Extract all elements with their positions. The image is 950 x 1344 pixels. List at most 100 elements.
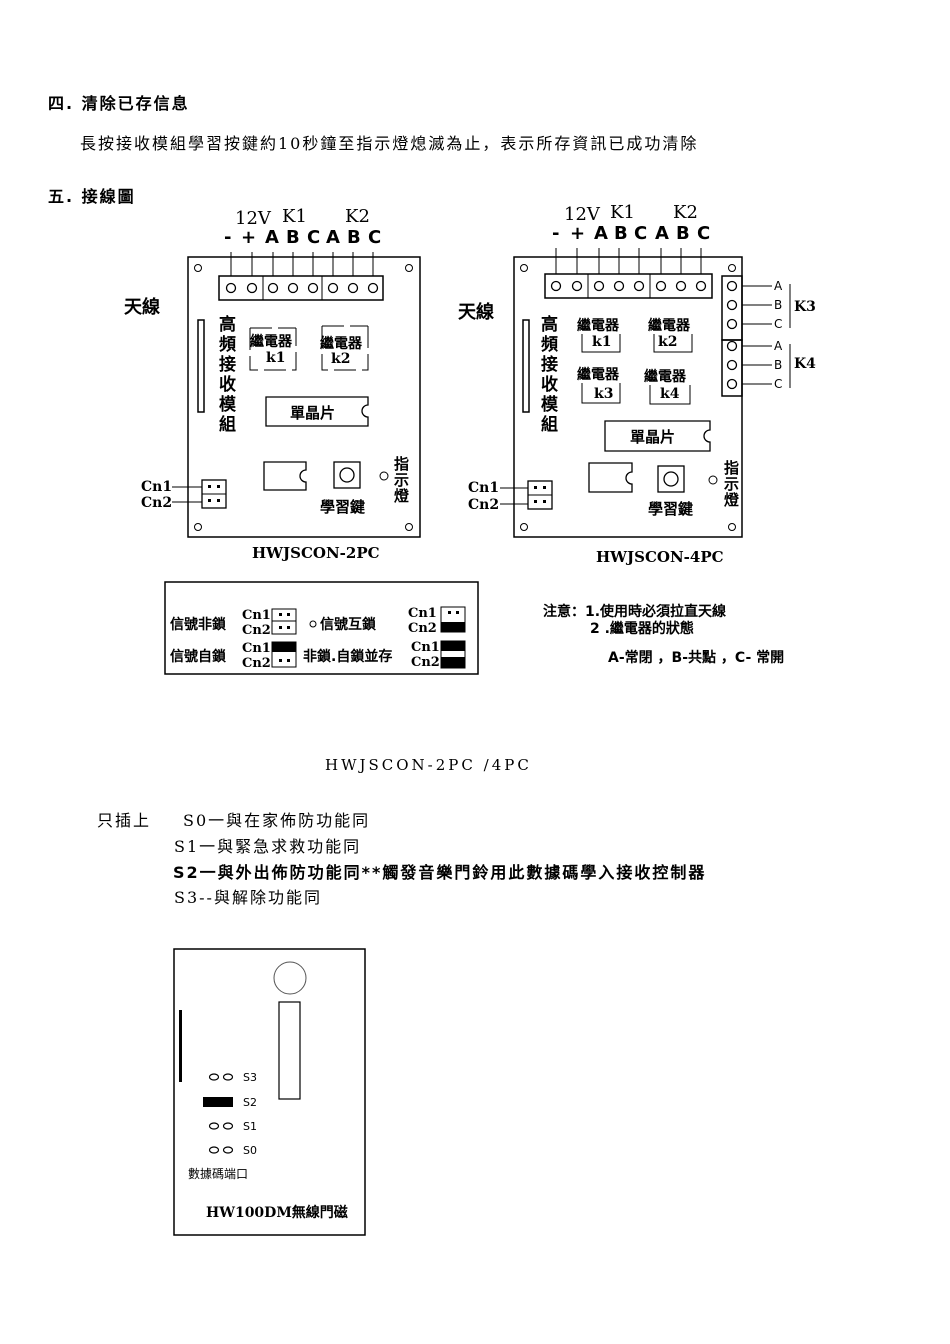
terminal-k4 xyxy=(721,339,743,397)
learn-key-label: 學習鍵 xyxy=(320,498,365,516)
board-4pc-model: HWJSCON-4PC xyxy=(596,548,724,566)
legend-interlock: 信號互鎖 xyxy=(320,616,377,633)
pin-label: C xyxy=(368,227,381,248)
pin-label: B xyxy=(286,227,300,248)
k3-label: K3 xyxy=(794,299,816,315)
pin-label: S2 xyxy=(243,1096,257,1109)
pin-label: B xyxy=(676,223,690,244)
cn2-label: Cn2 xyxy=(468,497,499,513)
antenna-bar xyxy=(197,319,205,413)
relay-label: 繼電器 xyxy=(250,333,293,350)
board-4pc-outline xyxy=(513,256,743,538)
relay-k4-label: k4 xyxy=(660,386,680,402)
jumper-cap xyxy=(441,641,465,651)
wiring-diagram: 12V K1 K2 - + A B C A B C 天線 高 xyxy=(124,202,816,675)
jumper-legend: 信號非鎖 Cn1 Cn2 信號互鎖 Cn1 Cn2 信號自鎖 Cn1 Cn2 非… xyxy=(164,581,479,675)
relay-k2-outline xyxy=(653,334,693,353)
code-s1: S1一與緊急求救功能同 xyxy=(174,837,362,856)
component-outline xyxy=(588,462,633,493)
pin-label: A xyxy=(655,223,669,244)
antenna-label: 天線 xyxy=(124,296,160,318)
chip-label: 單晶片 xyxy=(630,428,675,446)
mount-hole xyxy=(520,523,528,531)
label-12v: 12V xyxy=(235,208,272,229)
legend-cn1: Cn1 xyxy=(411,640,440,655)
module-char: 組 xyxy=(219,414,236,435)
relay-label: 繼電器 xyxy=(577,317,620,334)
mount-hole xyxy=(405,523,413,531)
pin-label: + xyxy=(570,223,585,244)
relay-label: 繼電器 xyxy=(577,366,620,383)
antenna-bar xyxy=(522,319,530,413)
indicator-char: 燈 xyxy=(724,491,740,509)
jumper-cap xyxy=(441,657,465,668)
label-k2: K2 xyxy=(673,202,698,223)
pin-label: C xyxy=(307,227,320,248)
relay-k2-label: k2 xyxy=(658,334,677,350)
indicator-led xyxy=(708,475,718,485)
indicator-char: 指 xyxy=(394,455,409,473)
relay-k3-outline xyxy=(581,383,621,404)
label-k1: K1 xyxy=(282,206,307,227)
learn-key-label: 學習鍵 xyxy=(648,500,693,518)
module-char: 收 xyxy=(541,374,558,395)
chip-outline xyxy=(265,396,369,427)
codes-prefix: 只插上 xyxy=(97,811,152,830)
module-char: 頻 xyxy=(218,334,236,355)
jumper-cap xyxy=(441,622,465,632)
door-sensor-circle xyxy=(273,961,307,995)
board-4pc: 12V K1 K2 - + A B C A B C xyxy=(458,202,816,566)
relay-k1-outline xyxy=(581,334,621,353)
relay-label: 繼電器 xyxy=(320,335,363,352)
cn1-label: Cn1 xyxy=(468,480,499,496)
relay-label: 繼電器 xyxy=(648,317,691,334)
module-char: 高 xyxy=(219,314,236,335)
board-2pc-model: HWJSCON-2PC xyxy=(252,544,380,562)
pin-s2-jumper xyxy=(203,1097,233,1107)
legend-bullet xyxy=(309,620,317,628)
learn-key-button xyxy=(333,461,361,489)
antenna-label: 天線 xyxy=(458,301,494,323)
mount-hole xyxy=(728,523,736,531)
pin-label: - xyxy=(552,223,559,244)
terminal-block xyxy=(218,275,384,301)
cn1-label: Cn1 xyxy=(141,479,172,495)
relay-k3-label: k3 xyxy=(594,386,613,402)
relay-k1-label: k1 xyxy=(266,350,285,366)
pin-label: + xyxy=(241,227,256,248)
pin-label: S1 xyxy=(243,1120,257,1133)
k4-label: K4 xyxy=(794,356,816,372)
indicator-char: 指 xyxy=(724,459,739,477)
mount-hole xyxy=(194,523,202,531)
code-s2: S2一與外出佈防功能同**觸發音樂門鈴用此數據碼學入接收控制器 xyxy=(173,863,707,882)
relay-label: 繼電器 xyxy=(644,368,687,385)
module-char: 頻 xyxy=(540,334,558,355)
component-outline xyxy=(263,461,307,491)
side-pin-label: C xyxy=(774,317,782,331)
learn-key-cap xyxy=(339,467,355,483)
mount-hole xyxy=(194,264,202,272)
door-sensor-bar xyxy=(179,1010,182,1082)
legend-cn2: Cn2 xyxy=(242,656,271,671)
note-line3: A-常閉 ，B-共點 ，C- 常開 xyxy=(608,649,784,666)
pin-label: - xyxy=(224,227,231,248)
relay-k1-outline xyxy=(249,327,297,371)
legend-cn1: Cn1 xyxy=(242,641,271,656)
section5-heading: 五. 接線圖 xyxy=(48,187,136,206)
module-char: 收 xyxy=(219,374,236,395)
pin-label: A xyxy=(594,223,608,244)
side-pin-label: B xyxy=(774,358,782,372)
pin-label: C xyxy=(697,223,710,244)
side-pin-label: A xyxy=(774,339,783,353)
note-line1: 注意：1.使用時必須拉直天線 xyxy=(543,603,726,620)
legend-cn1: Cn1 xyxy=(242,608,271,623)
section4-heading: 四. 清除已存信息 xyxy=(48,94,190,113)
relay-k2-outline xyxy=(321,325,369,371)
cn2-label: Cn2 xyxy=(141,495,172,511)
pin-label: A xyxy=(265,227,279,248)
jumper-legend-box xyxy=(164,581,479,675)
indicator-char: 示 xyxy=(394,471,409,489)
code-s0: S0一與在家佈防功能同 xyxy=(183,811,371,830)
board-2pc: 12V K1 K2 - + A B C A B C 天線 高 xyxy=(124,206,421,562)
relay-k1-label: k1 xyxy=(592,334,611,350)
